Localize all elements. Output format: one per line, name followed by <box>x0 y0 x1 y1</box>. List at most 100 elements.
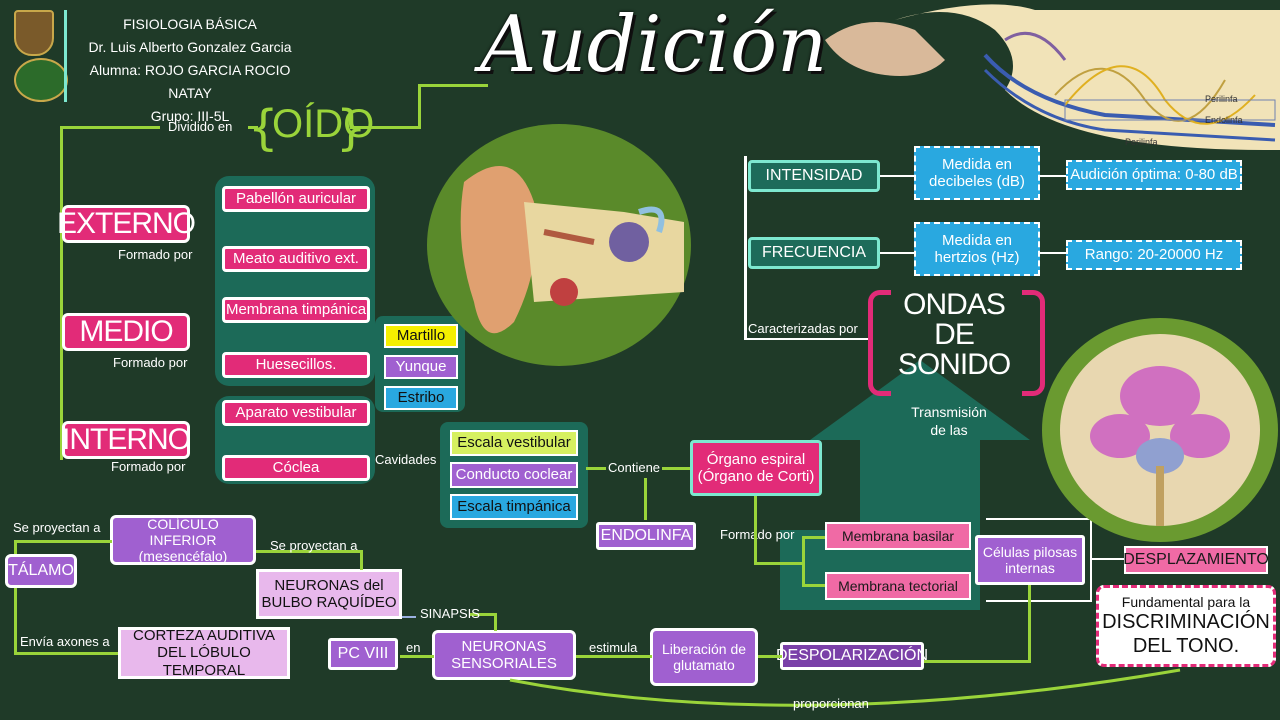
endolinfa-box: ENDOLINFA <box>596 522 696 550</box>
frecuencia-val-box: Rango: 20-20000 Hz <box>1066 240 1242 270</box>
student-name: Alumna: ROJO GARCIA ROCIO NATAY <box>89 62 291 101</box>
sinapsis-bracket <box>400 594 416 618</box>
celulas-pilosas-box: Células pilosas internas <box>975 535 1085 585</box>
organo-espiral-box: Órgano espiral (Órgano de Corti) <box>690 440 822 496</box>
connector <box>60 126 63 460</box>
connector <box>360 550 363 570</box>
connector <box>14 652 120 655</box>
faculty-logo <box>14 58 68 102</box>
connector <box>14 540 112 543</box>
connector <box>986 600 1092 602</box>
connector <box>754 496 757 564</box>
se-proyectan-label: Se proyectan a <box>13 520 101 535</box>
connector <box>880 252 914 254</box>
connector <box>494 613 497 631</box>
connector <box>256 550 362 553</box>
se-proyectan-label: Se proyectan a <box>270 538 358 553</box>
cochlea-diagram: Perilinfa Endolinfa Perilinfa <box>825 4 1280 150</box>
connector <box>986 518 1092 520</box>
connector <box>1040 252 1066 254</box>
connector <box>880 175 914 177</box>
frecuencia-desc-box: Medida en hertzios (Hz) <box>914 222 1040 276</box>
caracterizadas-label: Caracterizadas por <box>748 321 858 336</box>
escala-timpanica-box: Escala timpánica <box>450 494 578 520</box>
pc8-box: PC VIII <box>328 638 398 670</box>
connector <box>576 655 652 658</box>
envia-label: Envía axones a <box>20 634 110 649</box>
group-name: Grupo: III-5L <box>150 108 230 124</box>
connector <box>1090 558 1124 560</box>
estribo-box: Estribo <box>384 386 458 410</box>
interno-box: INTERNO <box>62 421 191 459</box>
formado-por-label: Formado por <box>720 527 795 542</box>
formado-label: Formado por <box>118 247 193 262</box>
ondas-label: ONDAS DE SONIDO <box>897 288 1011 381</box>
connector <box>400 655 434 658</box>
dividido-label: Dividido en <box>168 119 233 134</box>
discriminacion-box: Fundamental para la DISCRIMINACIÓN DEL T… <box>1096 585 1276 667</box>
course-name: FISIOLOGIA BÁSICA <box>123 16 257 32</box>
contiene-label: Contiene <box>606 460 663 475</box>
membrana-timpanica-box: Membrana timpánica <box>222 297 370 323</box>
talamo-box: TÁLAMO <box>5 554 77 588</box>
connector <box>802 536 826 539</box>
en-label: en <box>406 640 421 655</box>
header-info: FISIOLOGIA BÁSICA Dr. Luis Alberto Gonza… <box>70 13 310 128</box>
estimula-label: estimula <box>589 640 638 655</box>
university-logo <box>14 10 54 56</box>
externo-box: EXTERNO <box>57 205 196 243</box>
connector <box>1028 585 1031 663</box>
huesecillos-box: Huesecillos. <box>222 352 370 378</box>
medio-box: MEDIO <box>62 313 190 351</box>
endolinfa-label: Endolinfa <box>1205 115 1243 125</box>
connector <box>60 126 160 129</box>
cavidades-label: Cavidades <box>375 452 437 467</box>
intensidad-val-box: Audición óptima: 0-80 dB <box>1066 160 1242 190</box>
membrana-tectorial-box: Membrana tectorial <box>825 572 971 600</box>
perilinfa-label-2: Perilinfa <box>1125 137 1158 147</box>
despolarizacion-box: DESPOLARIZACIÓN <box>776 642 928 670</box>
frecuencia-box: FRECUENCIA <box>748 237 880 269</box>
discriminacion-text: DISCRIMINACIÓN DEL TONO. <box>1102 611 1270 658</box>
connector <box>756 655 782 658</box>
martillo-box: Martillo <box>384 324 458 348</box>
header-divider <box>64 10 67 102</box>
connector <box>470 613 496 616</box>
proporcionan-label: proporcionan <box>793 696 869 711</box>
corteza-box: CORTEZA AUDITIVA DEL LÓBULO TEMPORAL <box>118 627 290 679</box>
ondas-bracket-left <box>868 290 891 396</box>
proporcionan-curve <box>509 668 1181 707</box>
liberacion-box: Liberación de glutamato <box>650 628 758 686</box>
connector <box>744 156 747 340</box>
intensidad-desc-box: Medida en decibeles (dB) <box>914 146 1040 200</box>
connector <box>754 562 804 565</box>
perilinfa-label-1: Perilinfa <box>1205 94 1238 104</box>
formado-label: Formado por <box>113 355 188 370</box>
connector <box>1040 175 1066 177</box>
connector <box>802 536 805 586</box>
oido-label: OÍDO <box>272 102 375 146</box>
discriminacion-pre: Fundamental para la <box>1121 593 1251 610</box>
page-title: Audición <box>480 0 828 90</box>
neuronas-bulbo-box: NEURONAS del BULBO RAQUÍDEO <box>256 569 402 619</box>
neuronas-sensoriales-box: NEURONAS SENSORIALES <box>432 630 576 680</box>
desplazamiento-box: DESPLAZAMIENTO <box>1123 546 1269 574</box>
membrana-basilar-box: Membrana basilar <box>825 522 971 550</box>
connector <box>350 126 420 129</box>
sinapsis-label: SINAPSIS <box>420 606 480 621</box>
connector <box>802 584 826 587</box>
coclea-box: Cóclea <box>222 455 370 481</box>
escala-vestibular-box: Escala vestibular <box>450 430 578 456</box>
cochlea-cross-section <box>1042 318 1278 542</box>
pabellon-box: Pabellón auricular <box>222 186 370 212</box>
conducto-coclear-box: Conducto coclear <box>450 462 578 488</box>
ear-anatomy-image <box>427 124 691 366</box>
doctor-name: Dr. Luis Alberto Gonzalez Garcia <box>88 39 292 55</box>
connector <box>248 126 258 129</box>
aparato-vestibular-box: Aparato vestibular <box>222 400 370 426</box>
meato-box: Meato auditivo ext. <box>222 246 370 272</box>
ondas-bracket-right <box>1022 290 1045 396</box>
transmision-label: Transmisión de las <box>911 404 987 438</box>
connector <box>922 660 1030 663</box>
connector <box>418 84 421 129</box>
